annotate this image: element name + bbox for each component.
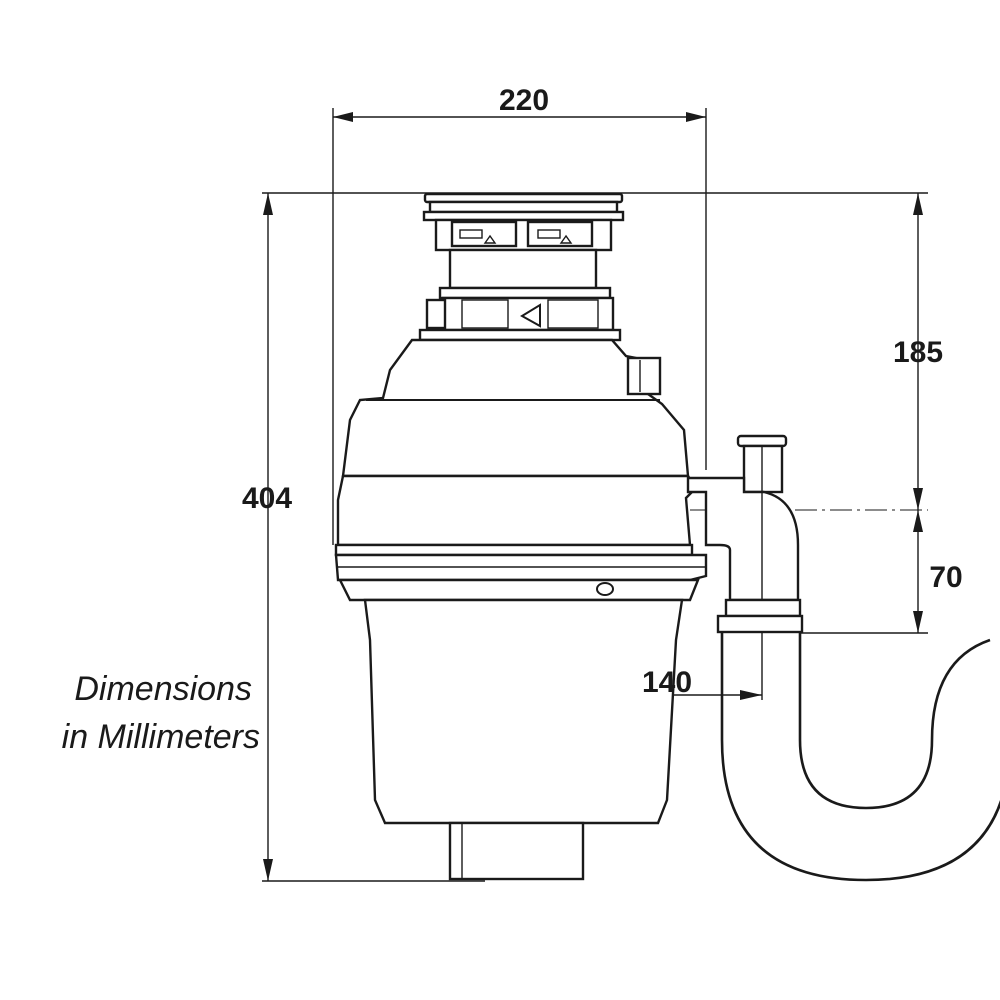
discharge-pipe <box>686 434 804 634</box>
dim-label-140: 140 <box>642 666 692 699</box>
dim-label-70: 70 <box>929 561 962 594</box>
units-note-line2: in Millimeters <box>62 718 260 756</box>
dim-label-220: 220 <box>499 84 549 117</box>
sink-flange <box>418 192 625 342</box>
dim-label-185: 185 <box>893 336 943 369</box>
dimension-220 <box>333 112 706 122</box>
p-trap <box>720 632 1000 882</box>
dimension-70 <box>913 510 923 633</box>
dim-label-404: 404 <box>242 482 292 515</box>
units-note-line1: Dimensions <box>74 670 252 708</box>
disposer-body <box>334 338 708 881</box>
dimension-185 <box>913 193 923 510</box>
dimension-404 <box>263 193 273 881</box>
